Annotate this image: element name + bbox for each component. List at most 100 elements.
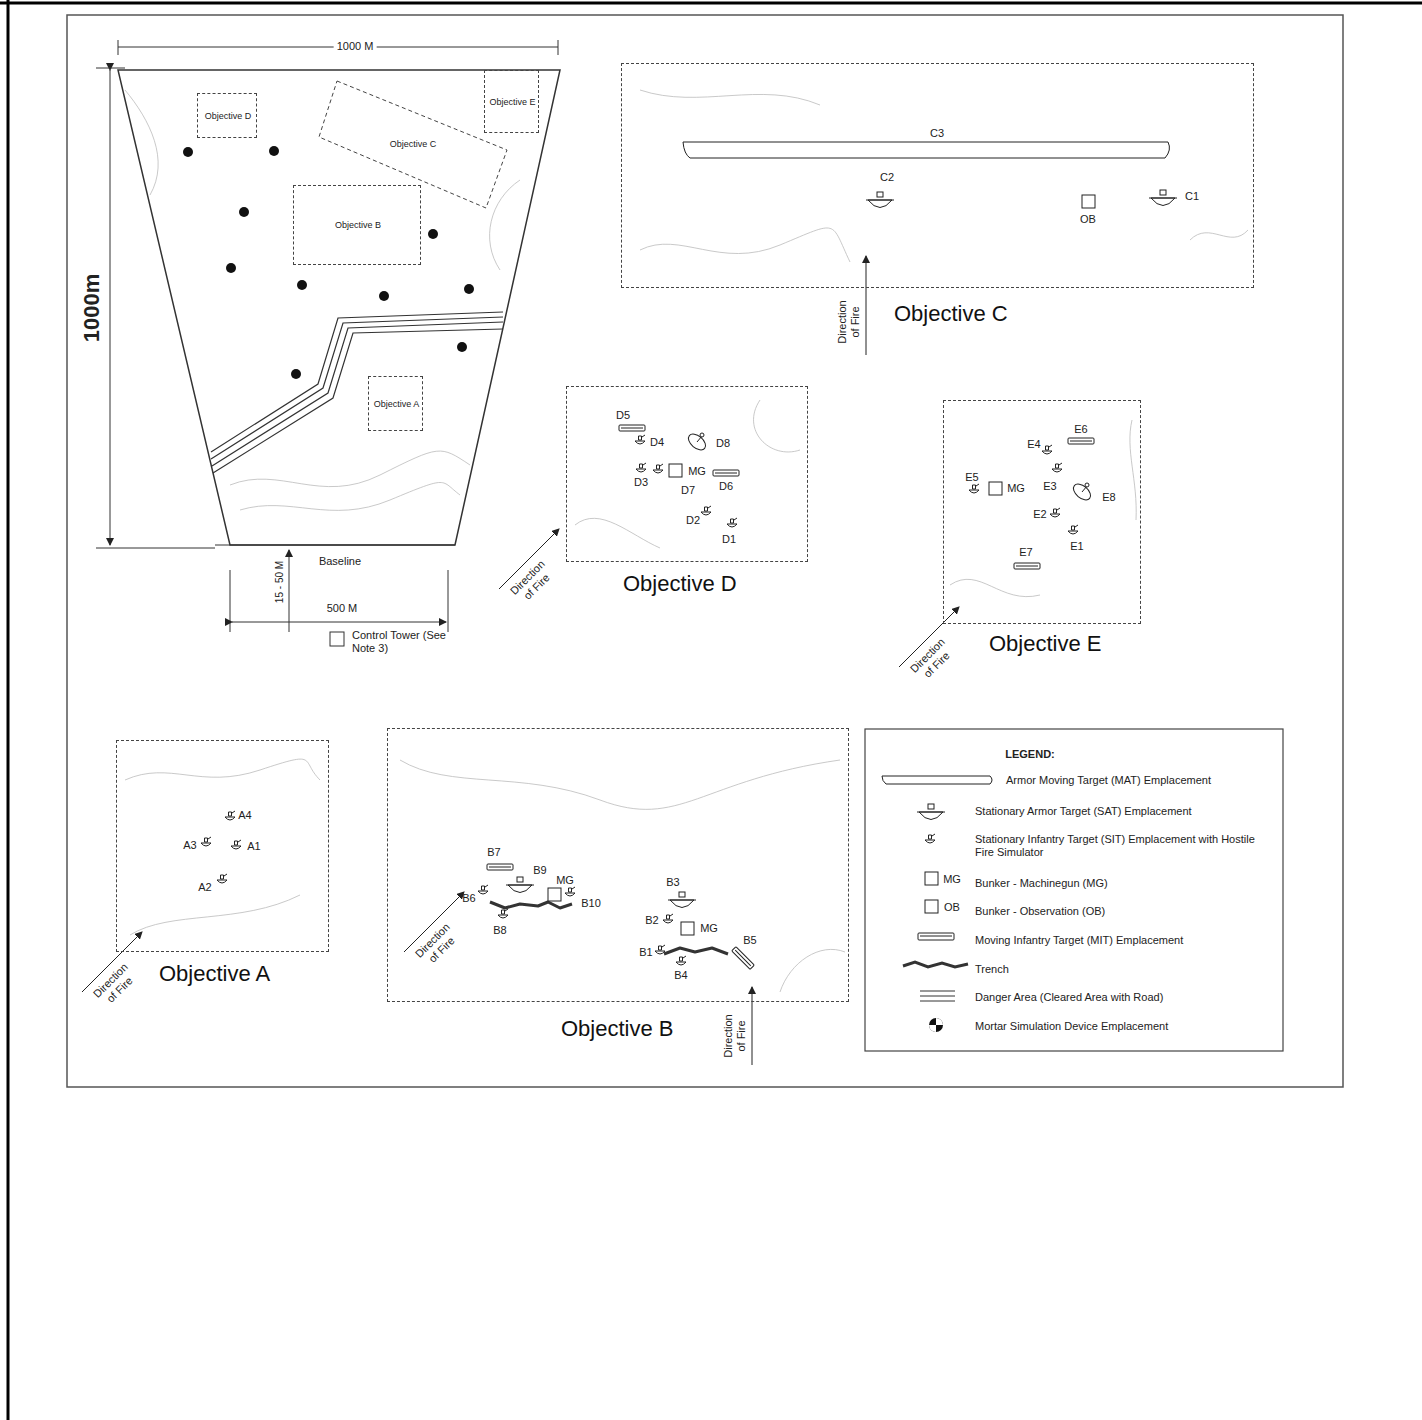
target-label: E1 xyxy=(1070,540,1083,553)
target-label: B3 xyxy=(666,876,679,889)
target-label: C2 xyxy=(880,171,894,184)
stationary-armor-target xyxy=(866,192,894,208)
armor-moving-target xyxy=(683,142,1169,158)
target-label: B4 xyxy=(674,969,687,982)
fire-direction-label: Direction of Fire xyxy=(905,633,960,688)
target-label: A3 xyxy=(183,839,196,852)
target-label: MG xyxy=(556,874,574,887)
objective-name: Objective A xyxy=(371,400,423,410)
mortar-devices xyxy=(183,146,474,379)
legend-symbol-label: MG xyxy=(943,873,961,886)
range-outline xyxy=(118,70,560,545)
objective-heading: Objective E xyxy=(989,631,1102,657)
target-label: B5 xyxy=(743,934,756,947)
objective-a-targets xyxy=(201,811,241,883)
target-label: OB xyxy=(1080,213,1096,226)
contour-lines xyxy=(125,759,320,935)
target-label: D2 xyxy=(686,514,700,527)
fire-direction-label: Direction of Fire xyxy=(88,958,143,1013)
target-label: D7 xyxy=(681,484,695,497)
fire-direction-label: Direction of Fire xyxy=(410,918,465,973)
objective-area: Objective A xyxy=(368,376,423,431)
contour-lines xyxy=(640,90,1248,262)
target-label: A4 xyxy=(238,809,251,822)
figure-frame xyxy=(67,15,1343,1087)
dimension-lines xyxy=(96,40,558,632)
target-label: B1 xyxy=(639,946,652,959)
target-label: B2 xyxy=(645,914,658,927)
legend-text: Mortar Simulation Device Emplacement xyxy=(975,1020,1265,1033)
target-label: A1 xyxy=(247,840,260,853)
objective-panel: Objective D xyxy=(566,386,808,562)
objective-panel: Objective A xyxy=(116,740,329,952)
target-label: MG xyxy=(700,922,718,935)
objective-area: Objective C xyxy=(318,80,508,210)
danger-area-road xyxy=(211,312,503,473)
objective-heading: Objective B xyxy=(561,1016,674,1042)
objective-area: Objective B xyxy=(293,185,421,265)
legend-text: Stationary Infantry Target (SIT) Emplace… xyxy=(975,833,1265,859)
objective-name: Objective D xyxy=(202,112,254,122)
dimension-label: Baseline xyxy=(319,555,361,568)
stationary-armor-target xyxy=(1149,190,1177,206)
dimension-label: 1000 M xyxy=(334,40,377,53)
dimension-label: 1000m xyxy=(79,274,104,343)
objective-heading: Objective A xyxy=(159,961,270,987)
objective-heading: Objective C xyxy=(894,301,1008,327)
fire-direction-arrow xyxy=(752,987,753,1065)
target-label: E8 xyxy=(1102,491,1115,504)
target-label: B7 xyxy=(487,846,500,859)
control-tower xyxy=(330,632,344,646)
fire-direction-label: Direction of Fire xyxy=(836,296,861,348)
contour-lines xyxy=(400,760,845,992)
target-label: E6 xyxy=(1074,423,1087,436)
target-label: B10 xyxy=(581,897,601,910)
observation-bunker xyxy=(1082,195,1095,208)
objective-b-targets xyxy=(478,864,754,969)
objective-area: Objective E xyxy=(484,70,539,133)
dimension-label: 15 - 50 M xyxy=(274,561,286,603)
legend-text: Bunker - Machinegun (MG) xyxy=(975,877,1265,890)
objective-d-targets xyxy=(619,425,739,527)
objective-panel: Objective B xyxy=(387,728,849,1002)
objective-area: Objective D xyxy=(197,93,257,138)
target-label: C1 xyxy=(1185,190,1199,203)
objective-name: Objective B xyxy=(332,221,384,231)
target-label: D3 xyxy=(634,476,648,489)
target-label: D1 xyxy=(722,533,736,546)
dimension-label: Control Tower (See Note 3) xyxy=(352,629,447,654)
legend-title: LEGEND: xyxy=(1005,748,1055,761)
target-label: E2 xyxy=(1033,508,1046,521)
objective-heading: Objective D xyxy=(623,571,737,597)
target-label: E7 xyxy=(1019,546,1032,559)
objective-e-targets xyxy=(969,438,1094,569)
target-label: B9 xyxy=(533,864,546,877)
contour-lines xyxy=(125,90,520,510)
objective-outline xyxy=(319,81,507,208)
target-label: A2 xyxy=(198,881,211,894)
contour-lines xyxy=(950,420,1136,597)
contour-lines xyxy=(575,400,800,548)
legend-text: Stationary Armor Target (SAT) Emplacemen… xyxy=(975,805,1265,818)
target-label: B8 xyxy=(493,924,506,937)
target-label: D6 xyxy=(719,480,733,493)
target-label: MG xyxy=(688,465,706,478)
legend-text: Trench xyxy=(975,963,1265,976)
target-label: E4 xyxy=(1027,438,1040,451)
target-label: E3 xyxy=(1043,480,1056,493)
target-label: D8 xyxy=(716,437,730,450)
legend-text: Moving Infantry Target (MIT) Emplacement xyxy=(975,934,1265,947)
trench xyxy=(490,902,728,954)
objective-name: Objective C xyxy=(387,140,439,150)
legend-text: Armor Moving Target (MAT) Emplacement xyxy=(1006,774,1296,787)
legend-text: Bunker - Observation (OB) xyxy=(975,905,1265,918)
dimension-label: 500 M xyxy=(327,602,358,615)
target-label: D4 xyxy=(650,436,664,449)
legend-symbol-label: OB xyxy=(944,901,960,914)
objective-name: Objective E xyxy=(487,98,539,108)
legend-text: Danger Area (Cleared Area with Road) xyxy=(975,991,1265,1004)
fire-direction-arrow xyxy=(866,256,867,355)
